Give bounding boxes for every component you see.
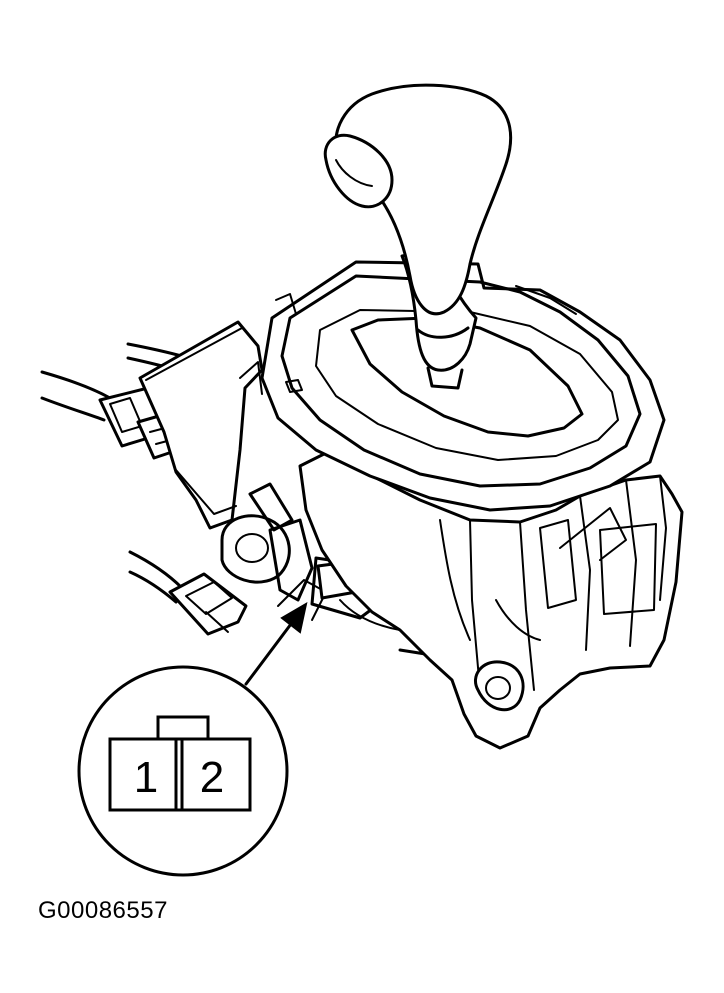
pin-1-label: 1 [134, 753, 158, 802]
connector-face [108, 715, 252, 812]
wire-harness-lower [128, 550, 184, 604]
lower-connector [168, 572, 248, 636]
connector-callout: 1 2 [77, 665, 289, 877]
shift-knob [323, 83, 513, 316]
pin-2-label: 2 [200, 753, 224, 802]
indicator-bezel [260, 260, 666, 512]
figure-id: G00086557 [38, 897, 168, 924]
pointer-arrow [244, 601, 308, 686]
shifter-housing [298, 446, 684, 750]
left-bracket [138, 320, 264, 530]
